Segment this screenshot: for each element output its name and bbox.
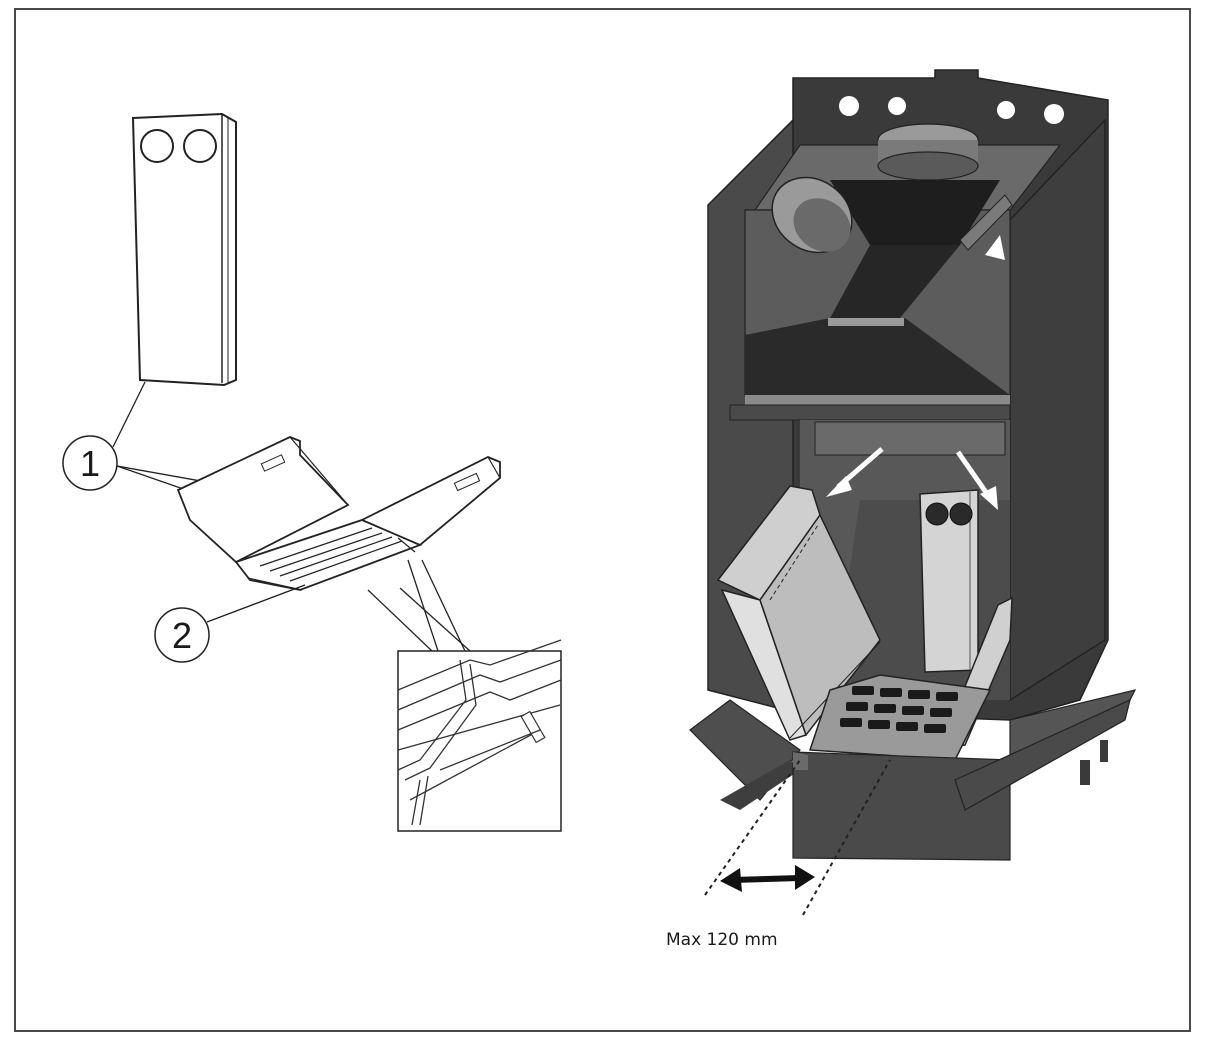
installed-side-plate-left [716,485,881,741]
detail-inset [397,639,562,832]
installed-rear-baffle [919,489,979,673]
insertion-arrow-left [826,447,884,497]
callout-1-label: 1 [80,443,100,484]
diagram-frame [14,8,1191,1032]
insertion-arrow-right [955,450,998,510]
rear-baffle-panel [131,112,237,387]
dimension-arrow-icon [720,865,815,892]
ash-box-and-doors [689,689,1137,861]
callout-2: 2 [154,584,306,663]
dimension-label: Max 120 mm [666,930,778,950]
dimension-lines [704,759,891,916]
detail-leader-lines [367,559,471,652]
grate-tray-assembly [176,436,501,591]
callout-2-label: 2 [172,615,192,656]
installed-grate [808,674,992,761]
